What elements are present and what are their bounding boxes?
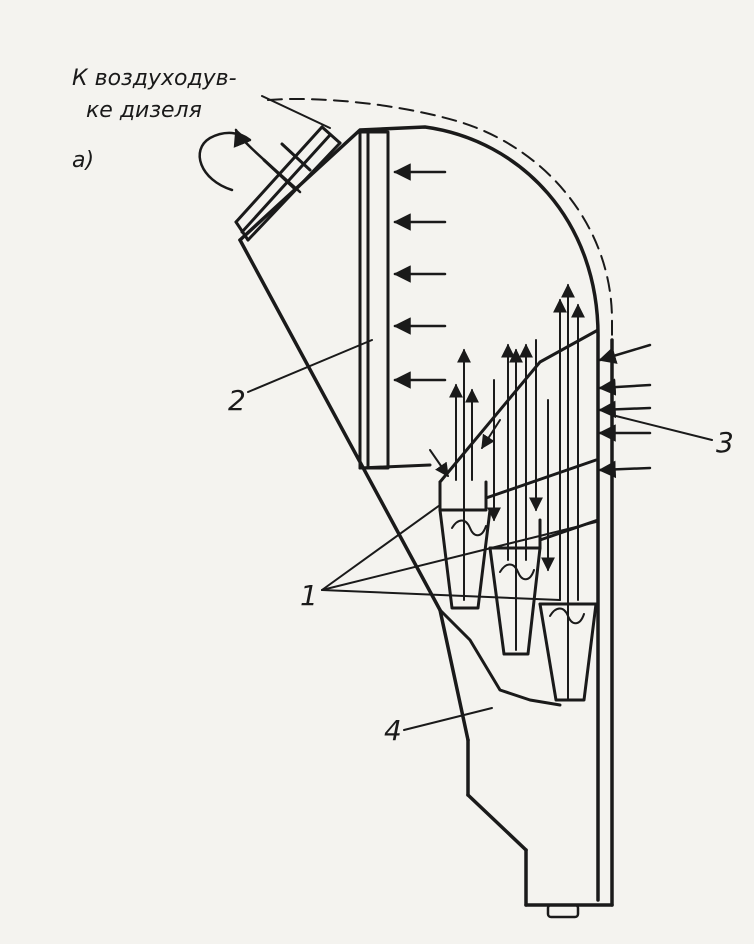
caption-line-1: К воздуходув- <box>72 66 237 91</box>
caption-line-2: ке дизеля <box>86 98 202 123</box>
vertical-flow-arrows <box>429 283 585 701</box>
outlet-flow-arrow <box>198 128 302 194</box>
caption-leader <box>261 95 331 129</box>
filter-panel-2 <box>358 130 390 470</box>
inlet-louver-3 <box>596 338 652 482</box>
drain-bolt <box>546 903 580 919</box>
leader-3 <box>611 414 713 441</box>
label-1: 1 <box>300 579 318 612</box>
dashed-flow-line <box>267 98 613 471</box>
leader-2 <box>247 339 373 393</box>
label-3: 3 <box>716 426 734 459</box>
panel-flow-arrows <box>393 163 447 389</box>
leaders-1 <box>321 504 597 601</box>
outlet-pipe <box>234 125 342 242</box>
label-2: 2 <box>228 384 246 417</box>
part-letter: а) <box>72 148 94 173</box>
label-4: 4 <box>384 714 402 747</box>
leader-4 <box>403 707 493 731</box>
panel-bottom <box>358 463 432 470</box>
